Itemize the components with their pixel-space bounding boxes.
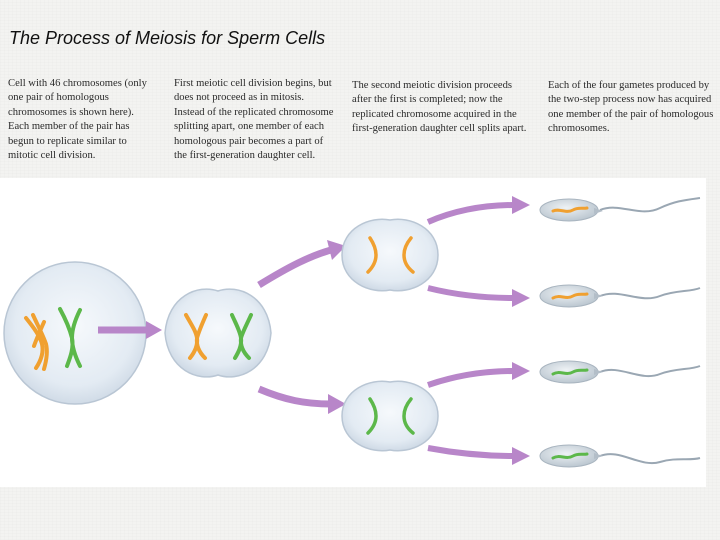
caption-step-3: The second meiotic division proceeds aft… bbox=[352, 80, 527, 135]
chromosome-orange bbox=[366, 236, 415, 274]
chromosome-orange bbox=[184, 313, 208, 360]
meiosis-figure bbox=[0, 178, 706, 487]
chromosome-green bbox=[58, 307, 82, 368]
caption-step-4: Each of the four gametes produced by the… bbox=[548, 80, 714, 135]
arrow-to-upper-daughter bbox=[257, 240, 346, 288]
chromosome-orange bbox=[24, 313, 49, 371]
upper-daughter-cell bbox=[341, 218, 439, 292]
arrow-to-gamete-4 bbox=[427, 445, 530, 465]
caption-step-2: First meiotic cell division begins, but … bbox=[174, 78, 334, 162]
lower-daughter-cell bbox=[341, 380, 439, 452]
sperm-gamete-3 bbox=[539, 360, 701, 384]
arrow-to-first-division bbox=[98, 321, 162, 339]
sperm-gamete-4 bbox=[539, 444, 701, 468]
caption-step-1: Cell with 46 chromosomes (only one pair … bbox=[8, 78, 147, 162]
arrow-to-lower-daughter bbox=[257, 385, 346, 414]
sperm-gamete-1 bbox=[539, 197, 701, 222]
arrow-to-gamete-3 bbox=[427, 362, 530, 388]
first-division-cell bbox=[164, 288, 272, 378]
sperm-gamete-2 bbox=[539, 284, 701, 308]
arrow-to-gamete-1 bbox=[426, 196, 530, 225]
arrow-to-gamete-2 bbox=[427, 285, 530, 307]
chromosome-green bbox=[230, 313, 253, 360]
page-title: The Process of Meiosis for Sperm Cells bbox=[9, 28, 326, 48]
chromosome-green bbox=[366, 397, 415, 435]
